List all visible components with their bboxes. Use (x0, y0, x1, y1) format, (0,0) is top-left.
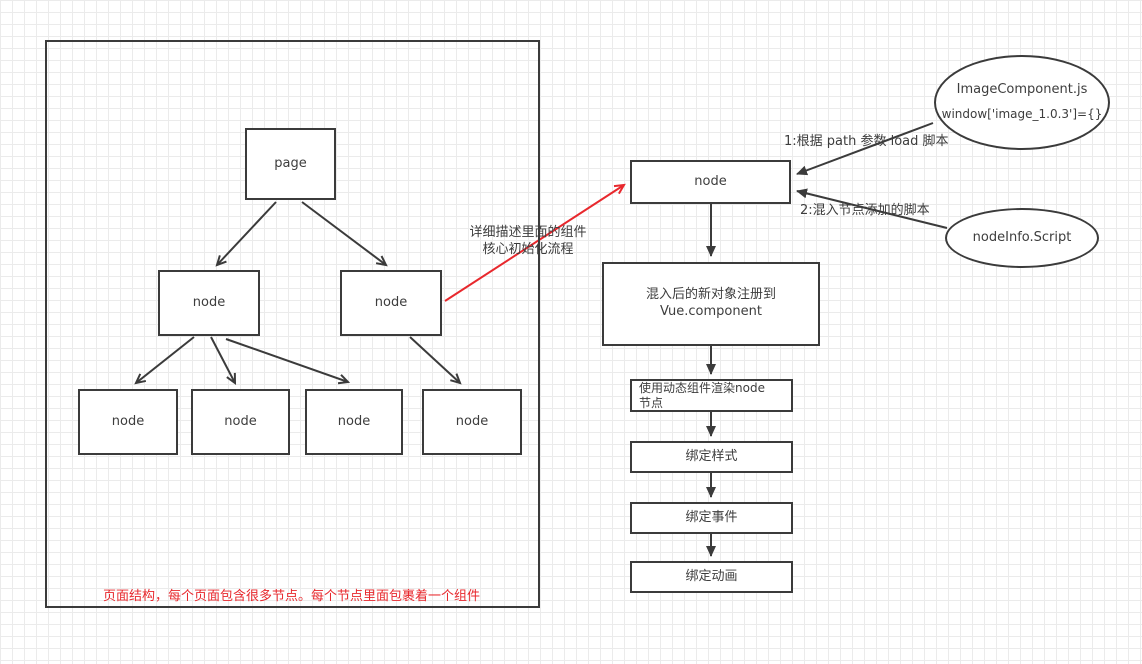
tree-page-label: page (274, 155, 307, 171)
edge-page-to-node-left (215, 201, 277, 267)
flow-bind-event-label: 绑定事件 (685, 509, 738, 525)
tree-leaf2-label: node (224, 413, 257, 429)
imagecomponent-line2: window['image_1.0.3']={} (941, 107, 1103, 122)
flow-bind-event-box: 绑定事件 (630, 502, 793, 534)
tree-caption: 页面结构，每个页面包含很多节点。每个节点里面包裹着一个组件 (103, 589, 481, 604)
tree-node-right-label: node (374, 294, 408, 310)
tree-node-left-label: node (192, 294, 226, 310)
flow-register-box: 混入后的新对象注册到 Vue.component (602, 262, 820, 346)
edge-noderight-to-leaf4 (409, 336, 462, 385)
flow-register-line2: Vue.component (660, 304, 762, 319)
edge-tree-to-flow-red (444, 183, 626, 302)
flow-bind-animation-label: 绑定动画 (685, 568, 738, 584)
tree-node-right-box: node (340, 270, 442, 336)
edge-label-load-script: 1:根据 path 参数 load 脚本 (784, 134, 949, 149)
red-edge-annotation-line1: 详细描述里面的组件 (469, 225, 587, 240)
imagecomponent-line1: ImageComponent.js (956, 82, 1088, 98)
flow-bind-style-box: 绑定样式 (630, 441, 793, 473)
flow-node-box: node (630, 160, 791, 204)
tree-leaf1-box: node (78, 389, 178, 455)
edge-page-to-node-right (301, 201, 388, 267)
tree-leaf4-box: node (422, 389, 522, 455)
tree-leaf3-label: node (337, 413, 371, 429)
red-edge-annotation-line2: 核心初始化流程 (482, 241, 574, 257)
edge-nodeleft-to-leaf2 (210, 336, 237, 385)
edge-label-mixin-script: 2:混入节点添加的脚本 (800, 203, 930, 218)
edge-nodeleft-to-leaf3 (225, 338, 351, 385)
tree-leaf3-box: node (305, 389, 403, 455)
flow-node-label: node (694, 173, 727, 189)
imagecomponent-ellipse: ImageComponent.js window['image_1.0.3']=… (934, 55, 1110, 150)
tree-leaf1-label: node (111, 413, 145, 429)
edge-nodeleft-to-leaf1 (134, 336, 195, 385)
tree-node-left-box: node (158, 270, 260, 336)
flow-bind-animation-box: 绑定动画 (630, 561, 793, 593)
edge-imagecomponent-to-node (796, 122, 934, 176)
tree-leaf4-label: node (455, 413, 489, 429)
flow-render-box: 使用动态组件渲染node 节点 (630, 379, 793, 412)
flow-render-line2: 节点 (639, 395, 664, 410)
flow-bind-style-label: 绑定样式 (685, 448, 738, 464)
nodeinfo-label: nodeInfo.Script (972, 229, 1072, 245)
flow-register-line1: 混入后的新对象注册到 (645, 287, 776, 303)
flow-render-line1: 使用动态组件渲染node (639, 381, 765, 396)
page-structure-frame (45, 40, 540, 608)
nodeinfo-ellipse: nodeInfo.Script (945, 208, 1099, 268)
edge-nodeinfo-to-node (796, 188, 948, 229)
tree-page-box: page (245, 128, 336, 200)
tree-leaf2-box: node (191, 389, 290, 455)
red-edge-annotation: 详细描述里面的组件 核心初始化流程 (462, 225, 594, 259)
